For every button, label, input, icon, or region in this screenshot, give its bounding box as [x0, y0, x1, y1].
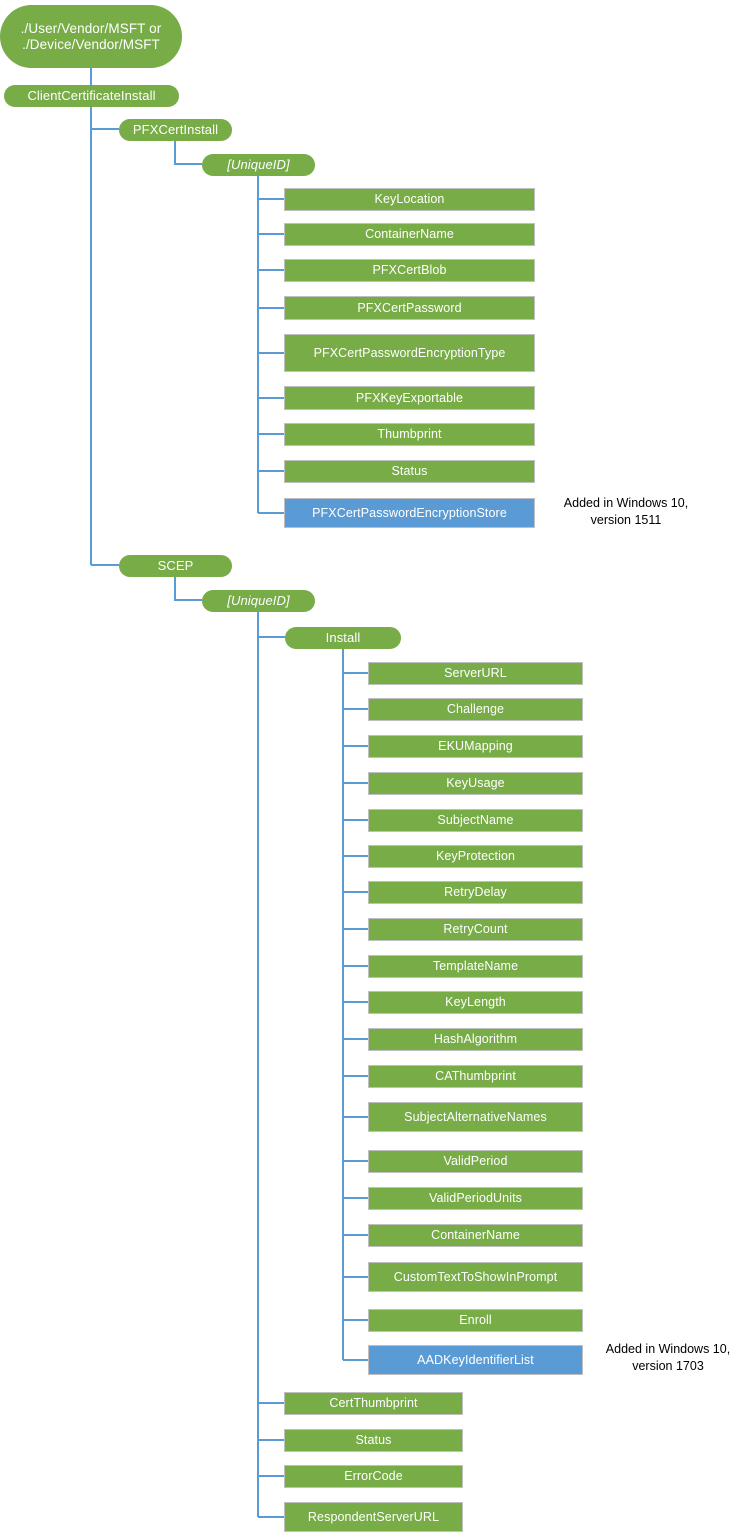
note-added-1511: Added in Windows 10, version 1511	[563, 496, 689, 527]
leaf-pfxcertpasswordencryptionstore[interactable]: PFXCertPasswordEncryptionStore	[284, 498, 535, 528]
leaf-pfxcertblob[interactable]: PFXCertBlob	[284, 259, 535, 282]
leaf-thumbprint[interactable]: Thumbprint	[284, 423, 535, 446]
leaf-pfxcertpassword[interactable]: PFXCertPassword	[284, 296, 535, 320]
leaf-status-scep[interactable]: Status	[284, 1429, 463, 1452]
leaf-keyusage[interactable]: KeyUsage	[368, 772, 583, 795]
node-scep-install[interactable]: Install	[285, 627, 401, 649]
leaf-aadkeyidentifierlist[interactable]: AADKeyIdentifierList	[368, 1345, 583, 1375]
leaf-validperiodunits[interactable]: ValidPeriodUnits	[368, 1187, 583, 1210]
leaf-pfxkeyexportable[interactable]: PFXKeyExportable	[284, 386, 535, 410]
leaf-subjectalternativenames[interactable]: SubjectAlternativeNames	[368, 1102, 583, 1132]
leaf-containername[interactable]: ContainerName	[284, 223, 535, 246]
leaf-customtexttoshowinprompt[interactable]: CustomTextToShowInPrompt	[368, 1262, 583, 1292]
leaf-hashalgorithm[interactable]: HashAlgorithm	[368, 1028, 583, 1051]
leaf-validperiod[interactable]: ValidPeriod	[368, 1150, 583, 1173]
leaf-cathumbprint[interactable]: CAThumbprint	[368, 1065, 583, 1088]
leaf-serverurl[interactable]: ServerURL	[368, 662, 583, 685]
leaf-keylength[interactable]: KeyLength	[368, 991, 583, 1014]
leaf-containername-scep[interactable]: ContainerName	[368, 1224, 583, 1247]
leaf-enroll[interactable]: Enroll	[368, 1309, 583, 1332]
leaf-ekumapping[interactable]: EKUMapping	[368, 735, 583, 758]
node-scep-uniqueid[interactable]: [UniqueID]	[202, 590, 315, 612]
node-client-certificate-install[interactable]: ClientCertificateInstall	[4, 85, 179, 107]
leaf-templatename[interactable]: TemplateName	[368, 955, 583, 978]
leaf-retrycount[interactable]: RetryCount	[368, 918, 583, 941]
leaf-pfxcertpasswordencryptiontype[interactable]: PFXCertPasswordEncryptionType	[284, 334, 535, 372]
node-pfxcertinstall[interactable]: PFXCertInstall	[119, 119, 232, 141]
leaf-keylocation[interactable]: KeyLocation	[284, 188, 535, 211]
leaf-challenge[interactable]: Challenge	[368, 698, 583, 721]
leaf-keyprotection[interactable]: KeyProtection	[368, 845, 583, 868]
note-added-1703: Added in Windows 10, version 1703	[605, 1342, 731, 1373]
node-root[interactable]: ./User/Vendor/MSFT or ./Device/Vendor/MS…	[0, 5, 182, 68]
leaf-retrydelay[interactable]: RetryDelay	[368, 881, 583, 904]
node-pfxcertinstall-uniqueid[interactable]: [UniqueID]	[202, 154, 315, 176]
leaf-status-pfx[interactable]: Status	[284, 460, 535, 483]
leaf-respondentserverurl[interactable]: RespondentServerURL	[284, 1502, 463, 1532]
leaf-subjectname[interactable]: SubjectName	[368, 809, 583, 832]
leaf-certthumbprint[interactable]: CertThumbprint	[284, 1392, 463, 1415]
node-scep[interactable]: SCEP	[119, 555, 232, 577]
leaf-errorcode[interactable]: ErrorCode	[284, 1465, 463, 1488]
